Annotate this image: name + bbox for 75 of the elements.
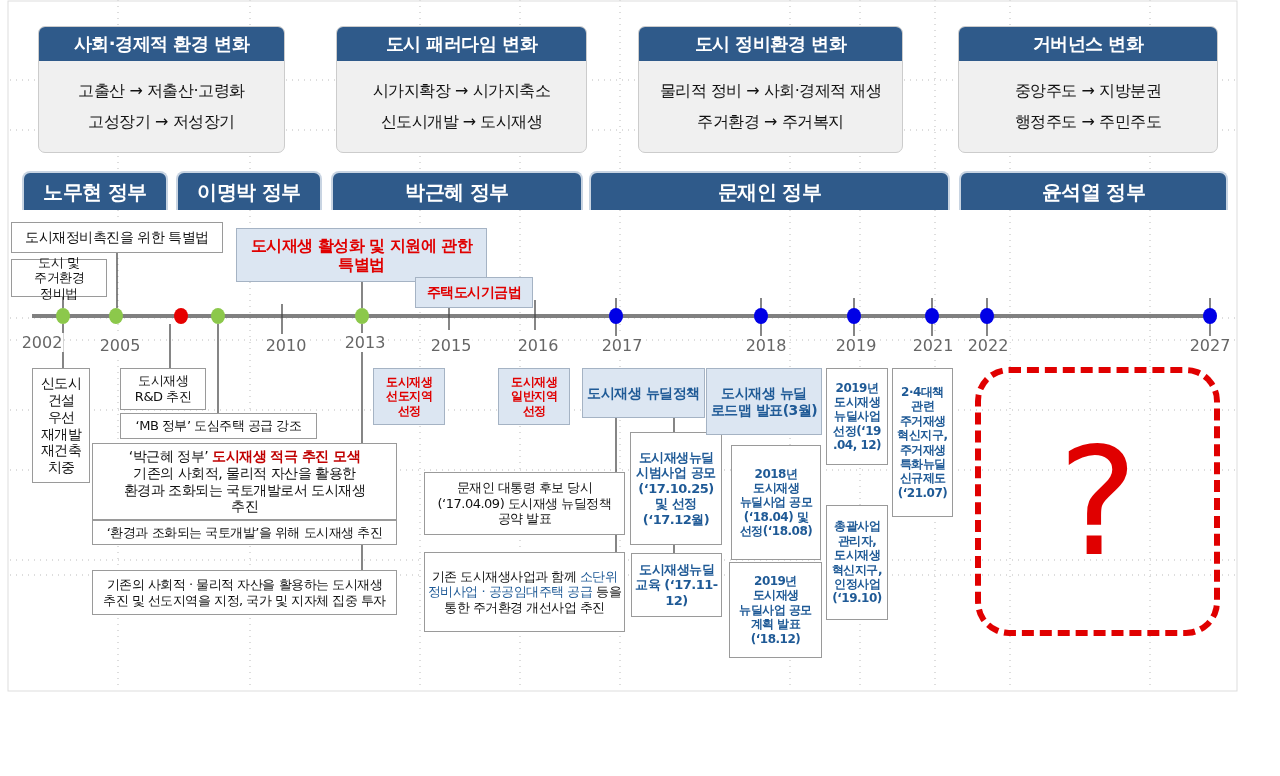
event-box: 도시재생뉴딜 시범사업 공모(‘17.10.25) 및 선정 (‘17.12월) xyxy=(630,432,722,545)
event-box xyxy=(424,552,625,632)
category-panel xyxy=(38,26,285,153)
law-box: 주택도시기금법 xyxy=(415,277,533,308)
category-panel xyxy=(336,26,587,153)
year-label: 2016 xyxy=(516,336,560,355)
connector-line xyxy=(169,323,171,369)
connector-line xyxy=(673,544,675,554)
change-text: 고성장기 → 저성장기 xyxy=(87,112,236,132)
change-text: 물리적 정비 → 사회·경제적 재생 xyxy=(659,81,882,101)
panel-title: 사회·경제적 환경 변화 xyxy=(39,27,284,61)
connector-line xyxy=(615,534,617,553)
connector-line xyxy=(116,252,118,309)
year-label: 2005 xyxy=(98,336,142,355)
panel-title: 거버넌스 변화 xyxy=(959,27,1217,61)
change-text: 고출산 → 저출산·고령화 xyxy=(78,81,245,101)
box-text: 기존의 사회적, 물리적 자산을 활용한 환경과 조화되는 국토개발로서 도시재생 추진 xyxy=(122,464,367,516)
event-box: 2018년 도시재생 뉴딜사업 공모(‘18.04) 및 선정(‘18.08) xyxy=(731,445,821,560)
policy-box: 도시재생 뉴딜 로드맵 발표(3월) xyxy=(706,368,822,435)
law-box: 도시재생 일반지역 선정 xyxy=(498,368,570,425)
event-box: ‘환경과 조화되는 국토개발’을 위해 도시재생 추진 xyxy=(92,520,397,545)
government-tab: 윤석열 정부 xyxy=(959,171,1228,210)
connector-line xyxy=(673,417,675,433)
event-box: 총괄사업 관리자, 도시재생 혁신지구, 인정사업 (‘19.10) xyxy=(826,505,888,620)
category-panel xyxy=(638,26,903,153)
change-text: 행정주도 → 주민주도 xyxy=(1014,112,1162,132)
event-box xyxy=(92,443,397,520)
category-panel xyxy=(958,26,1218,153)
panel-title: 도시 패러다임 변화 xyxy=(337,27,586,61)
policy-box: 도시재생 뉴딜정책 xyxy=(582,368,705,418)
event-box: 신도시 건설 우선 재개발 재건축 치중 xyxy=(32,368,90,483)
box-text: 기존 도시재생사업과 함께 소단위 정비사업 · 공공임대주택 공급 등을 통한 주거환경 개선사업 추진 xyxy=(426,568,623,616)
year-label: 2013 xyxy=(343,333,387,352)
connector-line xyxy=(615,417,617,473)
question-box: ? xyxy=(975,367,1220,636)
connector-line xyxy=(62,296,64,309)
law-box: 도시재생 선도지역 선정 xyxy=(373,368,445,425)
connector-line xyxy=(361,281,363,309)
event-box: 도시재생뉴딜 교육 (‘17.11-12) xyxy=(631,553,722,617)
timeline-dot xyxy=(925,308,939,324)
box-heading: ‘박근혜 정부’ 도시재생 적극 추진 모색 xyxy=(128,447,361,465)
timeline-dot xyxy=(847,308,861,324)
year-label: 2002 xyxy=(20,333,64,352)
change-text: 시가지확장 → 시가지축소 xyxy=(372,81,551,101)
event-box: 문재인 대통령 후보 당시(‘17.04.09) 도시재생 뉴딜정책 공약 발표 xyxy=(424,472,625,535)
event-box: 2019년 도시재생 뉴딜사업 공모 계획 발표(‘18.12) xyxy=(729,562,822,658)
panel-title: 도시 정비환경 변화 xyxy=(639,27,902,61)
change-text: 중앙주도 → 지방분권 xyxy=(1014,81,1162,101)
change-text: 주거환경 → 주거복지 xyxy=(696,112,845,132)
event-box: 도시재생 R&D 추진 xyxy=(120,368,206,410)
government-tab: 박근혜 정부 xyxy=(331,171,583,210)
connector-line xyxy=(361,544,363,571)
year-label: 2019 xyxy=(834,336,878,355)
event-box: ‘MB 정부’ 도심주택 공급 강조 xyxy=(120,413,317,439)
timeline-dot xyxy=(754,308,768,324)
connector-line xyxy=(217,323,219,414)
timeline-dot xyxy=(980,308,994,324)
event-box: 2·4대책 관련 주거재생 혁신지구, 주거재생 특화뉴딜 신규제도 (‘21.07) xyxy=(892,368,953,517)
timeline-dot xyxy=(174,308,188,324)
event-box: 도시재정비촉진을 위한 특별법 xyxy=(11,222,223,253)
timeline-dot xyxy=(56,308,70,324)
year-label: 2021 xyxy=(911,336,955,355)
government-tab: 노무현 정부 xyxy=(22,171,168,210)
event-box: 기존의 사회적 · 물리적 자산을 활용하는 도시재생 추진 및 선도지역을 지정, 국가 및 지자체 집중 투자 xyxy=(92,570,397,615)
government-tab: 이명박 정부 xyxy=(176,171,322,210)
government-tab: 문재인 정부 xyxy=(589,171,950,210)
timeline-dot xyxy=(609,308,623,324)
timeline-dot xyxy=(211,308,225,324)
law-box: 도시재생 활성화 및 지원에 관한 특별법 xyxy=(236,228,487,282)
event-box: 2019년 도시재생 뉴딜사업 선정(‘19 .04, 12) xyxy=(826,368,888,465)
timeline-dot xyxy=(109,308,123,324)
timeline-dot xyxy=(1203,308,1217,324)
year-label: 2017 xyxy=(600,336,644,355)
timeline-dot xyxy=(355,308,369,324)
change-text: 신도시개발 → 도시재생 xyxy=(379,112,544,132)
